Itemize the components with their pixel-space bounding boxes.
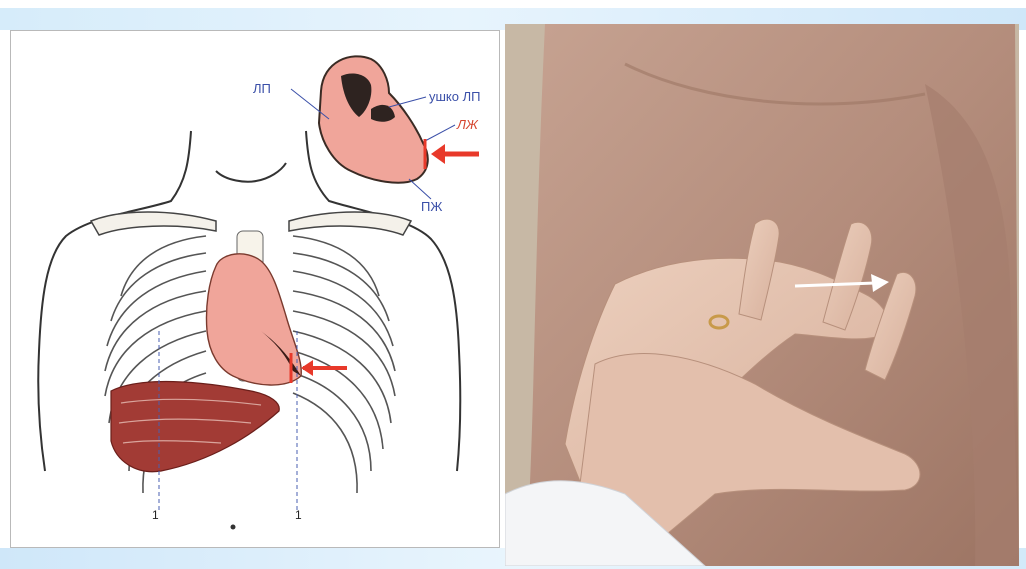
thorax-diagram: 1 1 ЛП ушко ЛП ЛЖ ПЖ (11, 31, 500, 548)
line-number-right: 1 (152, 508, 159, 522)
navel-dot (231, 525, 236, 530)
line-number-left: 1 (295, 508, 302, 522)
leader-left-ventricle (425, 125, 455, 141)
label-left-atrium: ЛП (253, 81, 271, 96)
label-left-atrial-appendage: ушко ЛП (429, 89, 480, 104)
inset-heart (319, 56, 428, 182)
palpation-photo (505, 24, 1019, 566)
anatomy-illustration: 1 1 ЛП ушко ЛП ЛЖ ПЖ (10, 30, 500, 548)
heart (206, 254, 301, 385)
liver (111, 382, 279, 472)
leader-right-ventricle (409, 179, 431, 199)
palpation-photo-drawing (505, 24, 1019, 566)
label-right-ventricle: ПЖ (421, 199, 442, 214)
apex-arrow-inset (425, 139, 479, 169)
label-left-ventricle: ЛЖ (456, 117, 479, 132)
